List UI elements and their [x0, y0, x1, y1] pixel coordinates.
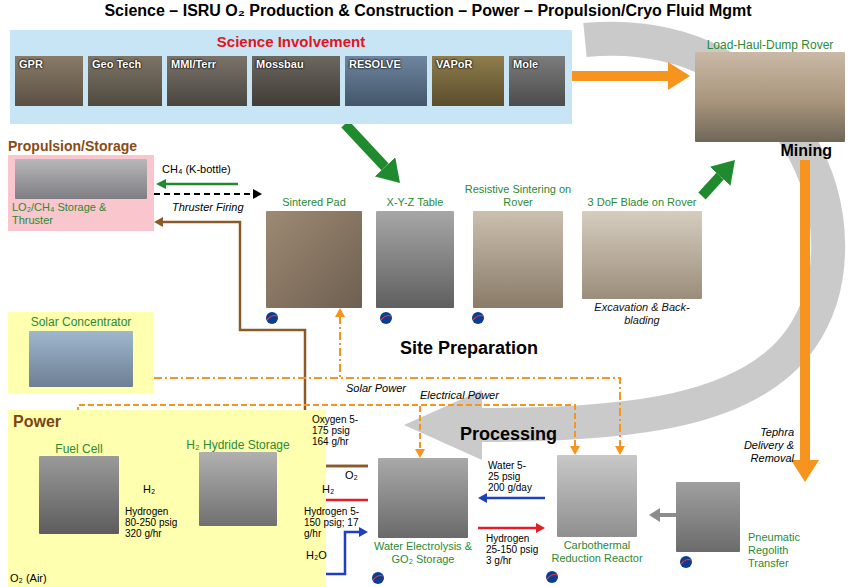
photo-tile: VAPoR — [432, 56, 504, 106]
flow-arrow — [154, 193, 253, 195]
photo — [557, 455, 637, 537]
node-heading: Sintered Pad — [262, 183, 366, 211]
equipment-node: 3 DoF Blade on RoverExcavation & Back-bl… — [582, 183, 702, 327]
panel: LO₂/CH₄ Storage & Thruster — [8, 155, 154, 231]
equipment-node: Fuel Cell — [36, 440, 122, 534]
photo-label: RESOLVE — [345, 56, 427, 72]
photo — [29, 331, 133, 387]
photo-label: VAPoR — [432, 56, 504, 72]
flow-label: H₂ — [322, 483, 334, 495]
node-caption: Pneumatic Regolith Transfer — [748, 531, 824, 570]
equipment-node: H₂ Hydride Storage — [182, 436, 294, 526]
band-heading: Science Involvement — [10, 30, 572, 50]
flow-spec: Hydrogen 25-150 psig 3 g/hr — [486, 533, 542, 566]
science-band: Science InvolvementGPR Geo Tech MMI/Terr Mo… — [10, 30, 572, 124]
node-heading: X-Y-Z Table — [376, 183, 454, 211]
equipment-node: Water Electrolysis & GO₂ Storage — [368, 458, 478, 566]
photo — [376, 211, 454, 308]
photo — [15, 159, 147, 199]
agency-logo — [372, 572, 384, 584]
flow-spec: Hydrogen 5-150 psig; 17 g/hr — [304, 506, 360, 539]
equipment-node: Sintered Pad — [262, 183, 366, 308]
section-label: Site Preparation — [400, 338, 538, 359]
flow-arrow — [478, 527, 536, 530]
section-heading: Power — [8, 410, 61, 431]
agency-logo — [472, 312, 484, 324]
flow-label: H₂O — [306, 549, 327, 561]
flow-label: Solar Power — [346, 382, 406, 394]
agency-logo — [680, 556, 692, 568]
photo — [695, 52, 845, 142]
flow-note: CH₄ (K-bottle) — [162, 163, 231, 175]
node-heading: 3 DoF Blade on Rover — [582, 183, 702, 211]
section-label: Processing — [460, 424, 557, 445]
equipment-node: X-Y-Z Table — [376, 183, 454, 308]
photo — [266, 211, 362, 308]
photo-label: GPR — [15, 56, 83, 72]
flow-arrow — [345, 124, 385, 167]
methane-feed-line — [166, 183, 238, 186]
photo-tile: MMI/Terr — [167, 56, 247, 106]
power-panel: Solar Concentrator — [8, 312, 154, 393]
power-band: PowerFuel Cell H₂ Hydride Storage — [8, 410, 326, 587]
photo-tile: GPR — [15, 56, 83, 106]
node-heading: Load-Haul-Dump Rover — [690, 36, 850, 52]
photo — [676, 482, 740, 552]
photo-tile: Geo Tech — [88, 56, 162, 106]
agency-logo — [546, 571, 558, 583]
node-caption: LO₂/CH₄ Storage & Thruster — [12, 201, 150, 227]
flow-arrow — [800, 160, 810, 460]
photo-tile: Mossbau — [252, 56, 340, 106]
node-heading: Resistive Sintering on Rover — [458, 183, 578, 211]
equipment-node: Pneumatic Regolith Transfer — [676, 482, 826, 570]
equipment-node: Load-Haul-Dump RoverMining — [690, 36, 850, 160]
photo — [199, 452, 277, 526]
flow-arrow — [487, 497, 545, 500]
flow-spec: Hydrogen 80-250 psig 320 g/hr — [125, 506, 179, 539]
flow-arrow — [702, 176, 720, 196]
flow-label: Tephra Delivery & Removal — [734, 426, 794, 465]
section-heading: Mining — [690, 142, 850, 160]
photo-label: Mossbau — [252, 56, 340, 72]
flow-arrow — [572, 71, 668, 81]
flow-spec: Water 5-25 psig 200 g/day — [488, 460, 534, 493]
flow-label: Electrical Power — [420, 389, 499, 401]
photo — [473, 211, 563, 308]
node-caption: Excavation & Back-blading — [582, 299, 702, 327]
node-heading: Fuel Cell — [36, 440, 122, 456]
section-heading: Propulsion/Storage — [8, 138, 154, 155]
node-heading: H₂ Hydride Storage — [182, 436, 294, 452]
photo-label: Geo Tech — [88, 56, 162, 72]
flow-arrow — [154, 317, 340, 378]
photo — [582, 211, 702, 299]
photo-label: Mole — [509, 56, 565, 72]
photo — [378, 458, 468, 538]
node-heading: Solar Concentrator — [8, 312, 154, 331]
flow-label: H₂ — [143, 483, 155, 495]
node-caption: Carbothermal Reduction Reactor — [545, 537, 649, 565]
equipment-node: Carbothermal Reduction Reactor — [545, 455, 649, 565]
node-caption: Water Electrolysis & GO₂ Storage — [368, 538, 478, 566]
flow-note: O₂ (Air) — [10, 572, 47, 584]
agency-logo — [266, 312, 278, 324]
flow-arrow — [660, 513, 676, 517]
photo-tile: RESOLVE — [345, 56, 427, 106]
flow-label: Thruster Firing — [172, 201, 244, 213]
agency-logo — [380, 312, 392, 324]
storage-panel: Propulsion/StorageLO₂/CH₄ Storage & Thru… — [8, 138, 154, 231]
flow-label: O₂ — [345, 469, 358, 481]
photo-label: MMI/Terr — [167, 56, 247, 72]
flow-spec: Oxygen 5-175 psig 164 g/hr — [312, 414, 362, 447]
photo-tile: Mole — [509, 56, 565, 106]
methane-feed-head — [156, 179, 166, 189]
title: Science – ISRU O₂ Production & Construct… — [0, 2, 856, 20]
photo — [39, 456, 119, 534]
equipment-node: Resistive Sintering on Rover — [458, 183, 578, 308]
